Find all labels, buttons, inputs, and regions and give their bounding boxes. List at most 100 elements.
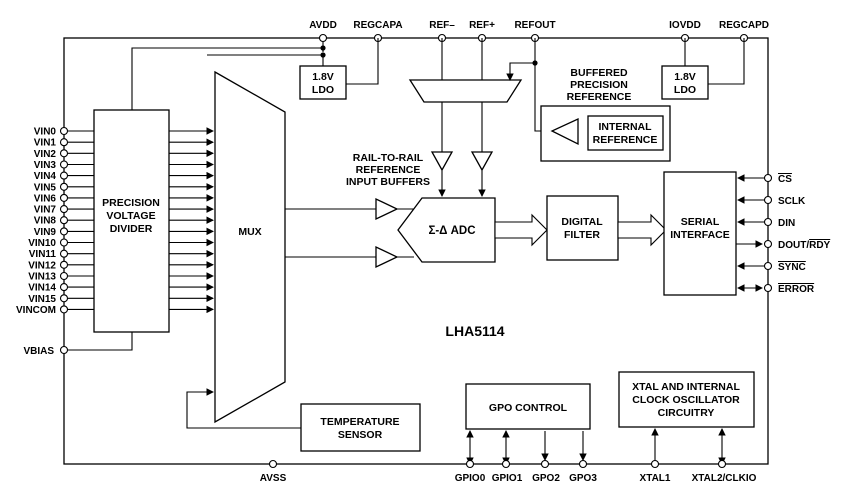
xtal1-label: XTAL1 <box>640 473 671 484</box>
vin-pad <box>59 171 69 180</box>
divider-line2: VOLTAGE <box>106 210 155 222</box>
vin-label: VIN4 <box>34 171 57 182</box>
xtal2-label: XTAL2/CLKIO <box>692 473 757 484</box>
sclk-pin: SCLK <box>737 195 806 207</box>
temp-sensor-line1: TEMPERATURE <box>320 416 399 428</box>
xtal1-pin: XTAL1 <box>640 459 671 484</box>
vin-pad <box>59 138 69 147</box>
vin-pin: VIN3 <box>34 160 94 171</box>
adc-input-buffer-negative <box>375 245 399 269</box>
serial-interface-block <box>663 171 737 296</box>
analog-ldo-label: LDO <box>312 84 334 96</box>
vin-label: VIN7 <box>34 205 57 216</box>
error-pin: ERROR <box>737 283 815 295</box>
adc-input-buffer-positive <box>375 197 399 221</box>
din-label: DIN <box>778 218 795 229</box>
temperature-sensor-block <box>300 403 421 452</box>
vin-label: VIN11 <box>29 249 57 260</box>
reference-buffer-amp <box>550 117 579 146</box>
vin-pad <box>59 283 69 292</box>
vin-pin: VINCOM <box>16 305 94 316</box>
ref-buffers-line1: RAIL-TO-RAIL <box>353 152 424 164</box>
digital-ldo-label: LDO <box>674 84 696 96</box>
ref-plus-input-buffer <box>470 151 494 172</box>
vin-pin: VIN15 <box>28 294 94 305</box>
internal-reference-block <box>587 115 664 151</box>
vin-pin: VIN14 <box>28 283 94 294</box>
vin-pin: VIN2 <box>34 149 94 160</box>
vin-pad <box>59 305 69 314</box>
vin-pad <box>59 216 69 225</box>
xtal2-pin: XTAL2/CLKIO <box>692 459 757 484</box>
sclk-label: SCLK <box>778 196 806 207</box>
buffered-ref-line2: PRECISION <box>570 79 628 91</box>
ref-buffers-line3: INPUT BUFFERS <box>346 176 430 188</box>
precision-voltage-divider <box>93 109 170 333</box>
filter-to-serial-bus <box>617 213 667 247</box>
vin-pin: VIN4 <box>34 171 94 182</box>
vin-pad <box>59 205 69 214</box>
ref-buffers-line2: REFERENCE <box>356 164 421 176</box>
adc-label: Σ-Δ ADC <box>428 225 475 237</box>
refout-label: REFOUT <box>514 20 555 31</box>
buffered-ref-line1: BUFFERED <box>570 67 628 79</box>
vin-pad <box>59 271 69 281</box>
vin-label: VIN10 <box>28 238 56 249</box>
gpo2-pin: GPO2 <box>532 459 560 484</box>
vin-label: VIN13 <box>28 272 56 283</box>
temp-sensor-to-mux-wire <box>186 388 301 429</box>
digital-filter-line1: DIGITAL <box>561 216 603 228</box>
avdd-label: AVDD <box>309 20 337 31</box>
vin-label: VIN14 <box>28 283 56 294</box>
vin-pin: VIN12 <box>28 260 94 271</box>
vin-pin: VIN11 <box>29 249 94 260</box>
vin-pin: VIN5 <box>34 182 94 193</box>
gpo-control-label: GPO CONTROL <box>489 402 568 414</box>
serial-interface-line2: INTERFACE <box>670 229 730 241</box>
vin-label: VIN8 <box>34 216 57 227</box>
gpio1-label: GPIO1 <box>492 473 523 484</box>
vin-pin: VIN0 <box>34 127 94 138</box>
temp-sensor-line2: SENSOR <box>338 429 383 441</box>
vin-pin: VIN6 <box>34 193 94 204</box>
chip-name: LHA5114 <box>445 323 504 339</box>
gpo2-label: GPO2 <box>532 473 560 484</box>
regcapd-wire <box>708 38 745 85</box>
vin-pad <box>59 227 69 236</box>
vin-label: VIN6 <box>34 193 57 204</box>
rdy-label: RDY <box>809 240 830 251</box>
vin-label: VIN15 <box>28 294 56 305</box>
analog-ldo-voltage: 1.8V <box>312 71 334 83</box>
divider-line1: PRECISION <box>102 197 160 209</box>
din-pin: DIN <box>737 217 795 229</box>
serial-interface-line1: SERIAL <box>681 216 720 228</box>
sigma-delta-adc <box>397 197 496 263</box>
vin-pad <box>59 260 69 269</box>
digital-ldo-block <box>661 65 709 100</box>
sync-pin: SYNC <box>737 261 806 273</box>
analog-ldo-block <box>299 65 347 100</box>
gpo3-label: GPO3 <box>569 473 597 484</box>
vin-pad <box>59 149 69 158</box>
internal-ref-line1: INTERNAL <box>598 121 652 133</box>
xtal-line2: CLOCK OSCILLATOR <box>632 394 740 406</box>
avss-label: AVSS <box>260 473 287 484</box>
vin-pad <box>59 294 69 303</box>
gpo-control-block <box>465 383 591 430</box>
vin-pad <box>59 126 69 136</box>
gpio0-label: GPIO0 <box>455 473 486 484</box>
gpo3-pin: GPO3 <box>569 459 597 484</box>
vin-label: VIN9 <box>34 227 57 238</box>
vin-pad <box>59 193 69 202</box>
vin-pad <box>59 182 69 191</box>
sync-label: SYNC <box>778 262 806 273</box>
iovdd-label: IOVDD <box>669 20 701 31</box>
ref-minus-label: REF– <box>429 20 455 31</box>
regcapa-wire <box>346 38 379 85</box>
cs-pin: CS <box>737 173 792 185</box>
cs-label: CS <box>778 174 792 185</box>
vbias-label: VBIAS <box>23 346 54 357</box>
avss-pin: AVSS <box>260 459 287 484</box>
gpio1-pin: GPIO1 <box>492 459 523 484</box>
